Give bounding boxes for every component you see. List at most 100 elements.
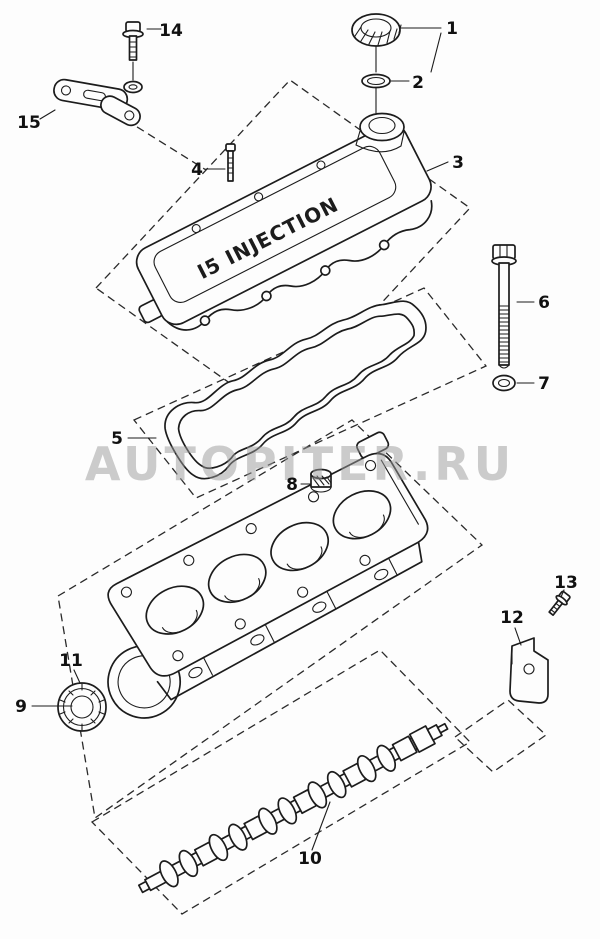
seal-bore <box>70 695 94 719</box>
rear-bracket <box>509 637 549 704</box>
cover-gasket <box>164 300 427 480</box>
head-side-ribs <box>202 557 398 676</box>
callout-leaders <box>31 27 565 851</box>
strap-bolt-washer <box>123 80 143 94</box>
strap-bracket-arm-hole <box>124 110 135 121</box>
plug-bottom <box>310 486 332 493</box>
callout-1-2-bracket <box>430 32 442 73</box>
plug-top <box>310 468 332 480</box>
cam-lobe-3 <box>208 833 229 862</box>
callout-12-leader <box>514 627 522 646</box>
callout-15-leader <box>39 109 56 120</box>
callout-label-7: 7 <box>538 374 550 394</box>
callout-10-leader <box>311 801 331 851</box>
camshaft-journal-5 <box>391 735 418 762</box>
cover-boss-2 <box>261 290 272 302</box>
callout-label-12: 12 <box>500 608 524 628</box>
callout-label-5: 5 <box>111 429 123 449</box>
callout-label-4: 4 <box>191 160 203 180</box>
washer-hole <box>497 378 511 388</box>
assembly-box-camshaft <box>90 649 472 915</box>
cam-lobe-9 <box>356 754 377 783</box>
cam-lobe-4 <box>227 823 248 851</box>
cover-stud-threads <box>227 157 234 174</box>
cam-lobe-6 <box>277 797 298 825</box>
strap-bracket-hole <box>60 85 72 96</box>
cover-gasket-inner <box>177 313 416 469</box>
cover-stud-head <box>225 143 236 152</box>
callout-label-2: 2 <box>412 73 424 93</box>
assembly-box-cylinder-head <box>57 419 484 820</box>
camshaft-seal <box>57 682 107 732</box>
strap-bolt-washer-hole <box>128 84 138 90</box>
bracket-bolt <box>548 590 571 616</box>
cover-boss-1 <box>199 315 211 326</box>
cover-boss-3 <box>319 265 331 276</box>
washer-outer <box>492 374 516 392</box>
assembly-box-bracket <box>453 699 548 773</box>
head-side-wall <box>156 541 423 701</box>
seal-outer <box>57 682 107 732</box>
callout-labels: 1 2 3 4 5 6 7 8 9 10 11 12 13 14 15 <box>15 19 578 869</box>
bracket-hole <box>523 663 535 675</box>
head-bolt <box>491 244 517 369</box>
strap-bolt-shaft <box>128 35 138 61</box>
cam-lobe-8 <box>326 770 347 799</box>
callout-label-8: 8 <box>286 475 298 495</box>
filler-neck-opening <box>368 116 396 135</box>
seal-hatch <box>59 683 105 731</box>
head-port-1 <box>188 666 203 679</box>
valve-cover-flange <box>166 200 433 331</box>
callout-label-9: 9 <box>15 697 27 717</box>
callout-13-leader <box>560 589 565 598</box>
filler-neck <box>355 112 405 153</box>
plug-hatch <box>312 475 332 487</box>
cover-top-bump-2 <box>254 192 264 202</box>
valve-cover-body <box>135 123 432 326</box>
strap-bolt-threads <box>128 41 138 58</box>
filler-cap-inner <box>360 18 392 38</box>
cylinder-head <box>107 431 429 719</box>
cam-end-plug <box>310 468 332 493</box>
strap-link-dashed-line <box>125 119 207 171</box>
filler-neck-sides <box>355 130 405 153</box>
filler-cap-gasket <box>361 73 391 114</box>
watermark: AUTOPITER.RU <box>85 437 515 491</box>
callout-label-10: 10 <box>298 849 322 869</box>
cap-gasket-inner <box>366 76 386 86</box>
cam-lobe-10 <box>376 744 397 772</box>
head-port-4 <box>374 568 389 581</box>
cap-gasket-outer <box>361 73 391 89</box>
callout-label-6: 6 <box>538 293 550 313</box>
bracket-bolt-threads <box>550 602 561 614</box>
camshaft-nose <box>436 722 449 734</box>
callout-label-3: 3 <box>452 153 464 173</box>
callout-label-1: 1 <box>446 19 458 39</box>
callout-label-14: 14 <box>159 21 183 41</box>
cover-boss-4 <box>378 239 390 251</box>
head-bolt-washer <box>492 374 516 392</box>
bracket-plate <box>509 637 549 704</box>
callout-label-15: 15 <box>17 113 41 133</box>
cover-stud-shaft <box>227 150 234 182</box>
filler-cap-knurl <box>354 24 402 46</box>
callout-label-13: 13 <box>554 573 578 593</box>
head-bolt-threads <box>498 305 510 363</box>
strap-bracket <box>53 78 141 127</box>
cam-lobe-5 <box>257 807 278 835</box>
head-port-3 <box>312 601 327 613</box>
head-bolt-holes-top <box>120 459 377 598</box>
cover-top-bump-1 <box>191 224 201 234</box>
cam-lobe-1 <box>159 860 179 888</box>
cover-top-bump-3 <box>316 160 326 170</box>
callout-11-leader <box>73 669 81 684</box>
strap-bracket-arm <box>100 95 141 127</box>
head-port-2 <box>250 634 265 646</box>
callout-label-11: 11 <box>59 651 83 671</box>
strap-bracket-arm-plate <box>100 95 141 127</box>
filler-neck-rim <box>359 112 405 142</box>
oil-filler-cap <box>351 13 402 73</box>
head-bolt-tip <box>498 364 510 369</box>
